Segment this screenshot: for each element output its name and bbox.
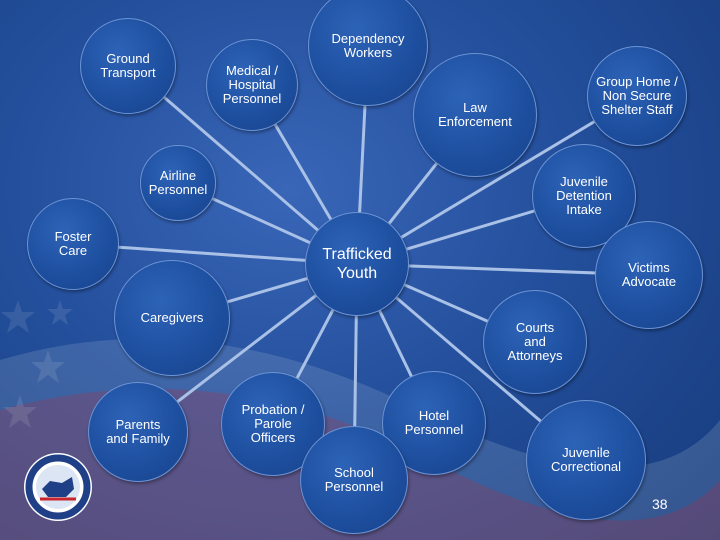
node-label: Dependency Workers bbox=[331, 31, 405, 60]
node-label: Law Enforcement bbox=[438, 100, 512, 129]
node-law-enforcement: Law Enforcement bbox=[413, 53, 537, 177]
node-ground-transport: Ground Transport bbox=[80, 18, 176, 114]
node-label: Group Home / Non Secure Shelter Staff bbox=[596, 74, 678, 117]
node-label: Airline Personnel bbox=[148, 168, 208, 197]
node-courts-attorneys: Courts and Attorneys bbox=[483, 290, 587, 394]
node-dependency-workers: Dependency Workers bbox=[308, 0, 428, 106]
node-foster-care: Foster Care bbox=[27, 198, 119, 290]
node-label: Probation / Parole Officers bbox=[241, 402, 305, 445]
center-node-label: Trafficked Youth bbox=[322, 246, 392, 282]
node-label: Caregivers bbox=[140, 310, 204, 325]
node-parents-family: Parents and Family bbox=[88, 382, 188, 482]
node-label: Victims Advocate bbox=[621, 260, 677, 289]
connector-group-home-staff bbox=[355, 94, 639, 266]
node-victims-advocate: Victims Advocate bbox=[595, 221, 703, 329]
page-number: 38 bbox=[652, 496, 668, 512]
node-school-personnel: School Personnel bbox=[300, 426, 408, 534]
node-label: Juvenile Detention Intake bbox=[556, 174, 612, 217]
node-label: Juvenile Correctional bbox=[550, 445, 622, 474]
node-label: Ground Transport bbox=[100, 51, 156, 80]
node-label: Hotel Personnel bbox=[404, 408, 464, 437]
node-label: Courts and Attorneys bbox=[507, 320, 563, 363]
node-caregivers: Caregivers bbox=[114, 260, 230, 376]
node-juvenile-correctional: Juvenile Correctional bbox=[526, 400, 646, 520]
node-label: Parents and Family bbox=[106, 417, 170, 446]
center-node-trafficked-youth: Trafficked Youth bbox=[305, 212, 409, 316]
node-airline-personnel: Airline Personnel bbox=[140, 145, 216, 221]
node-label: Foster Care bbox=[54, 229, 92, 258]
node-group-home-staff: Group Home / Non Secure Shelter Staff bbox=[587, 46, 687, 146]
node-label: School Personnel bbox=[324, 465, 384, 494]
node-label: Medical / Hospital Personnel bbox=[222, 63, 282, 106]
node-medical-hospital-personnel: Medical / Hospital Personnel bbox=[206, 39, 298, 131]
